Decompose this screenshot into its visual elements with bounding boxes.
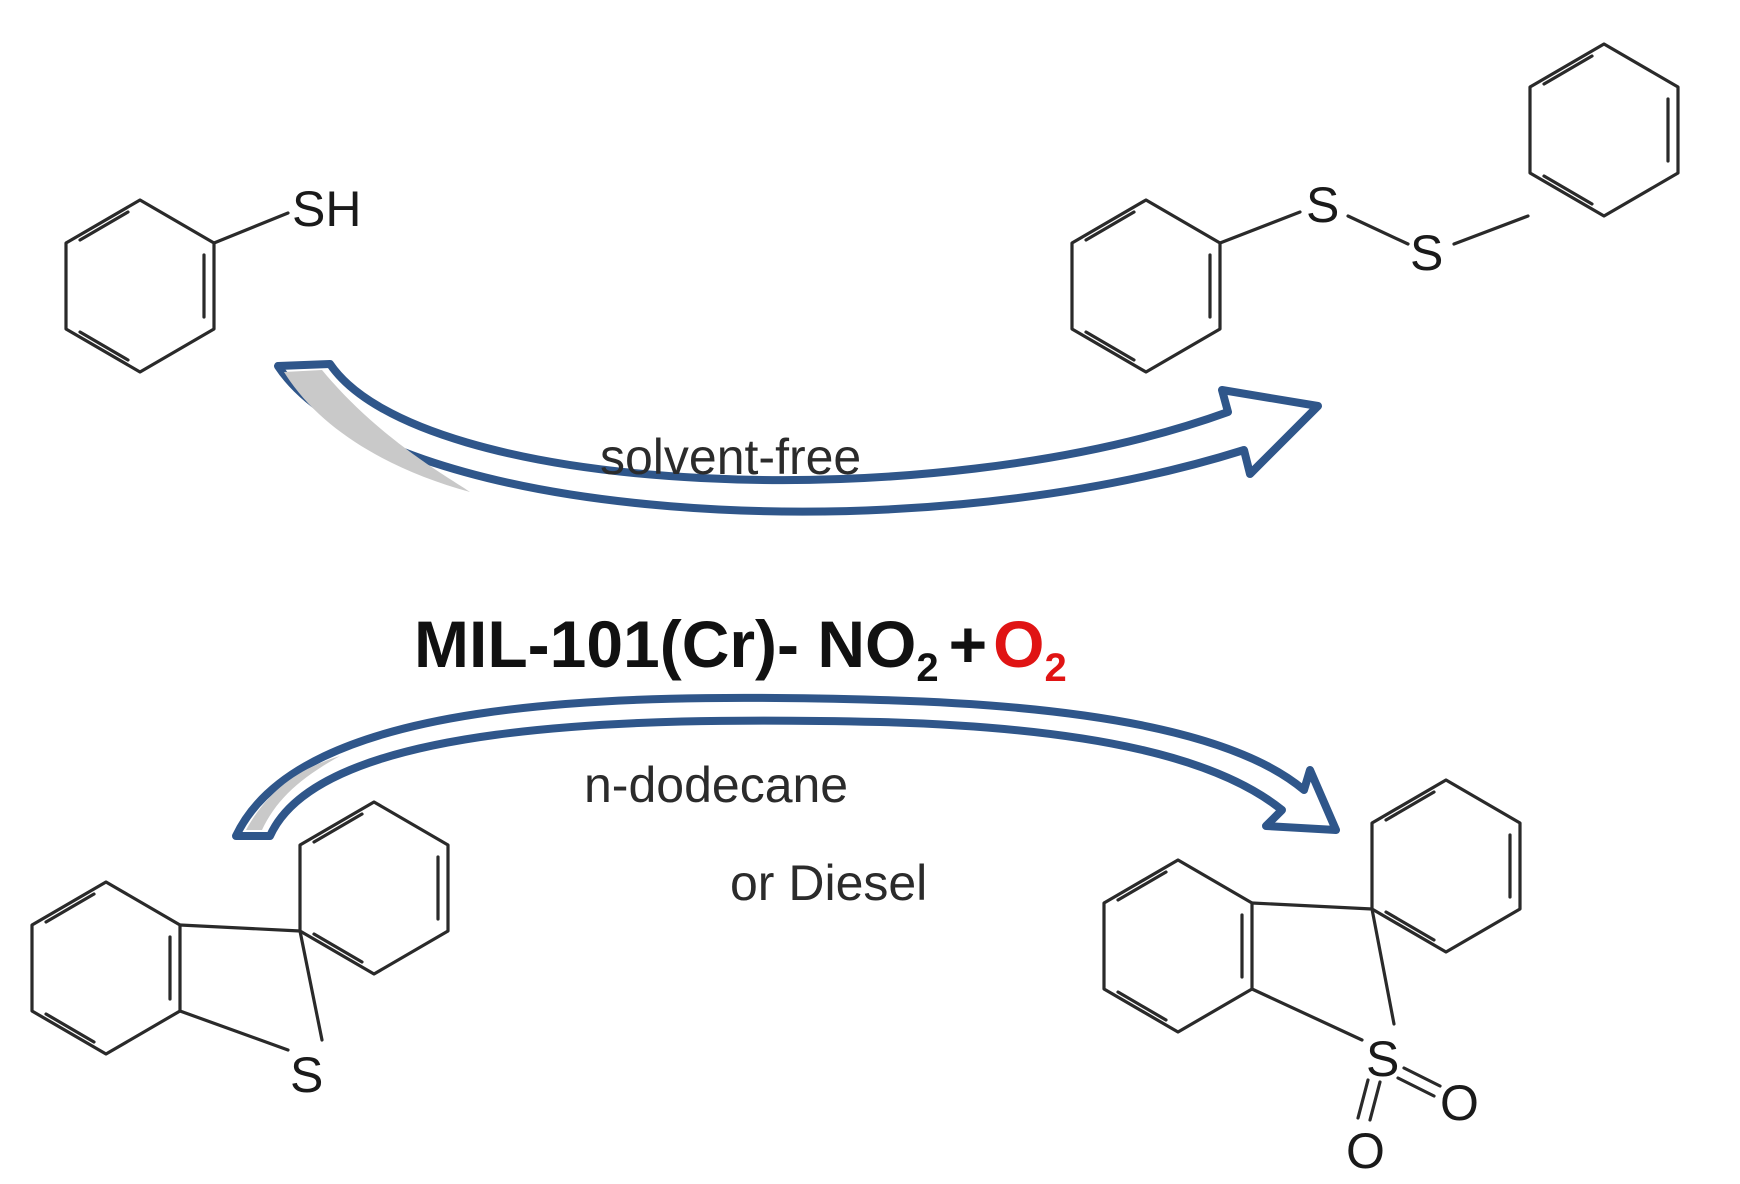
- bottom-reaction-arrow: [232, 693, 1340, 840]
- c-s-bond: [1218, 210, 1302, 245]
- c-s-bond: [1250, 987, 1364, 1042]
- ring-double-bond: [1542, 54, 1594, 86]
- oxidant-subscript: 2: [1045, 646, 1067, 690]
- bottom-arrow-outline: [232, 693, 1340, 840]
- ring-double-bond: [1542, 174, 1594, 206]
- ring-double-bond: [312, 932, 364, 964]
- ring-double-bond: [1384, 790, 1436, 822]
- disulfide-right-ring: [1528, 42, 1680, 218]
- ring-double-bond: [78, 330, 130, 362]
- oxidant-o2: O: [993, 607, 1044, 681]
- catalyst-subscript: 2: [916, 646, 938, 690]
- diphenyl-disulfide-structure: S S: [1070, 42, 1680, 374]
- sulfone-s-label: S: [1366, 1031, 1399, 1087]
- catalyst-name: MIL-101(Cr)- NO: [414, 607, 916, 681]
- bottom-arrow-shading: [246, 756, 340, 830]
- c-s-bond: [178, 1009, 290, 1052]
- s-s-bond: [1346, 214, 1410, 246]
- top-arrow-shading: [284, 370, 470, 492]
- sulfone-o2-label: O: [1346, 1123, 1385, 1179]
- s-o-double-bond: [1396, 1076, 1436, 1098]
- thiophenol-ring: [64, 198, 216, 374]
- top-arrow-outline: [274, 360, 1322, 516]
- biaryl-bond: [178, 923, 302, 933]
- bottom-condition-line2: or Diesel: [730, 855, 927, 911]
- ring-double-bond: [1384, 910, 1436, 942]
- biaryl-bond: [1250, 901, 1374, 911]
- plus-sign: +: [949, 607, 988, 681]
- s-o-double-bond: [1368, 1080, 1382, 1122]
- ring-double-bond: [44, 1012, 96, 1044]
- catalyst-label: MIL-101(Cr)- NO2+O2: [414, 607, 1067, 690]
- c-s-bond: [298, 929, 324, 1042]
- s-o-double-bond: [1356, 1078, 1370, 1120]
- ring-double-bond: [1116, 990, 1168, 1022]
- sulfone-o1-label: O: [1440, 1075, 1479, 1131]
- bottom-condition-line1: n-dodecane: [584, 757, 848, 813]
- ring-double-bond: [1084, 330, 1136, 362]
- dibenzothiophene-structure: S: [30, 800, 450, 1103]
- dbt-sulfone-structure: S O O: [1102, 778, 1522, 1179]
- ring-double-bond: [312, 812, 364, 844]
- thiophenol-structure: SH: [64, 181, 361, 374]
- disulfide-s2-label: S: [1410, 225, 1443, 281]
- top-reaction-arrow: [274, 360, 1322, 516]
- sulfone-left-ring: [1102, 858, 1254, 1034]
- ring-double-bond: [1084, 210, 1136, 242]
- ring-double-bond: [78, 210, 130, 242]
- c-s-bond: [1370, 907, 1396, 1026]
- s-c-bond: [1452, 214, 1530, 246]
- dbt-s-label: S: [290, 1047, 323, 1103]
- s-o-double-bond: [1402, 1066, 1442, 1088]
- dbt-right-ring: [298, 800, 450, 976]
- ring-double-bond: [1116, 870, 1168, 902]
- thiol-sh-label: SH: [292, 181, 361, 237]
- disulfide-left-ring: [1070, 198, 1222, 374]
- ring-double-bond: [44, 892, 96, 924]
- top-condition-label: solvent-free: [600, 429, 861, 485]
- c-s-bond: [212, 211, 290, 245]
- dbt-left-ring: [30, 880, 182, 1056]
- disulfide-s1-label: S: [1306, 177, 1339, 233]
- sulfone-right-ring: [1370, 778, 1522, 954]
